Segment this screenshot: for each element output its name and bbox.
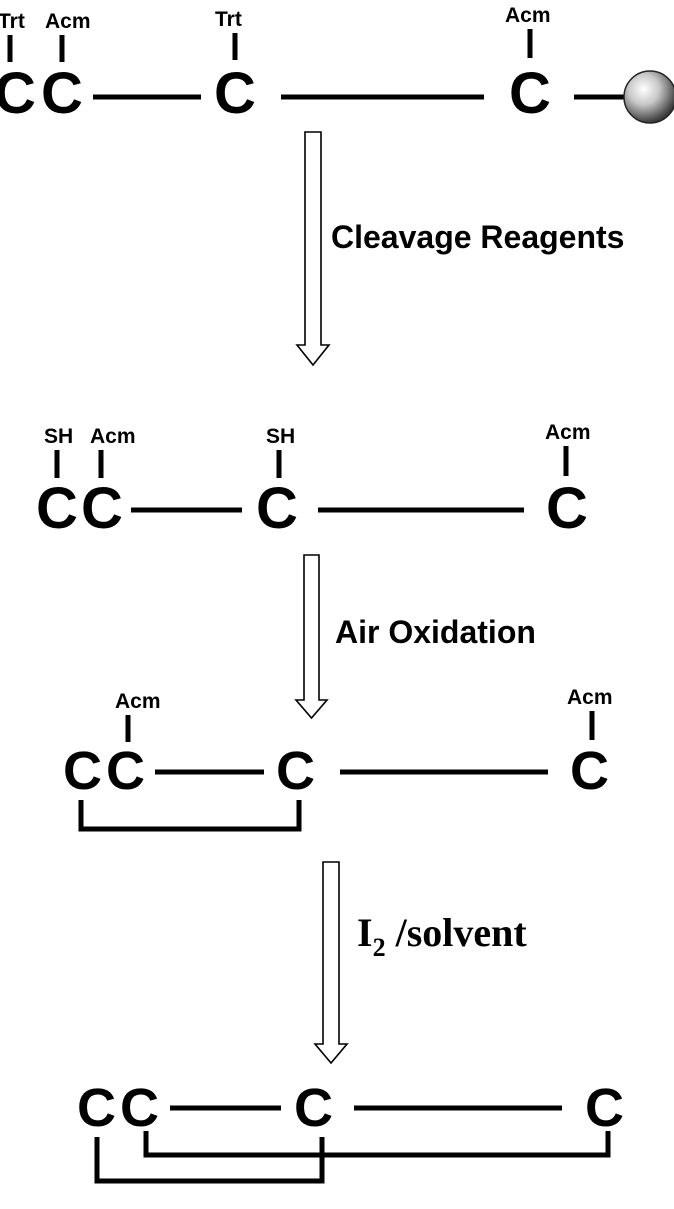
cys-3: C [294, 1078, 333, 1138]
peptide-on-resin: Trt Acm Trt Acm C C C C [0, 4, 674, 126]
cys-4: C [570, 741, 609, 801]
cys-3: C [256, 476, 298, 541]
cys-4: C [546, 476, 588, 541]
cys-1: C [0, 61, 36, 126]
pg-acm-2: Acm [45, 10, 91, 33]
cys-2: C [106, 741, 145, 801]
iodine-subscript: 2 [373, 933, 386, 962]
cys-3: C [276, 741, 315, 801]
pg-acm-4: Acm [567, 686, 613, 709]
cys-2: C [41, 61, 83, 126]
peptide-one-disulfide: Acm Acm C C C C [63, 686, 613, 832]
cys-4: C [585, 1078, 624, 1138]
pg-acm-4: Acm [545, 421, 591, 444]
arrow-down-icon [294, 554, 329, 720]
pg-acm-2: Acm [115, 690, 161, 713]
step-air-oxidation-label: Air Oxidation [335, 614, 536, 650]
cys-3: C [214, 61, 256, 126]
cys-2: C [81, 476, 123, 541]
disulfide-bridge-2 [143, 1131, 611, 1158]
disulfide-bridge-1 [78, 800, 302, 832]
arrow-down-icon [313, 861, 349, 1065]
pg-sh-1: SH [44, 425, 73, 448]
iodine-solvent: /solvent [386, 910, 528, 955]
iodine-symbol: I [357, 910, 373, 955]
step-cleavage-label: Cleavage Reagents [331, 219, 624, 255]
cys-4: C [509, 61, 551, 126]
cys-2: C [120, 1078, 159, 1138]
cys-1: C [36, 476, 78, 541]
disulfide-bridge-1 [94, 1137, 325, 1184]
cys-1: C [63, 741, 102, 801]
pg-acm-2: Acm [90, 425, 136, 448]
step-iodine-label: I2 /solvent [357, 910, 527, 962]
resin-bead-icon [623, 70, 674, 124]
arrow-down-icon [295, 131, 331, 367]
pg-acm-4: Acm [505, 4, 551, 27]
pg-trt-3: Trt [215, 8, 242, 31]
cys-1: C [77, 1078, 116, 1138]
peptide-free-thiols: SH Acm SH Acm C C C C [36, 421, 591, 541]
peptide-two-disulfides: C C C C [77, 1078, 624, 1184]
pg-trt-1: Trt [0, 10, 25, 33]
pg-sh-3: SH [266, 425, 295, 448]
